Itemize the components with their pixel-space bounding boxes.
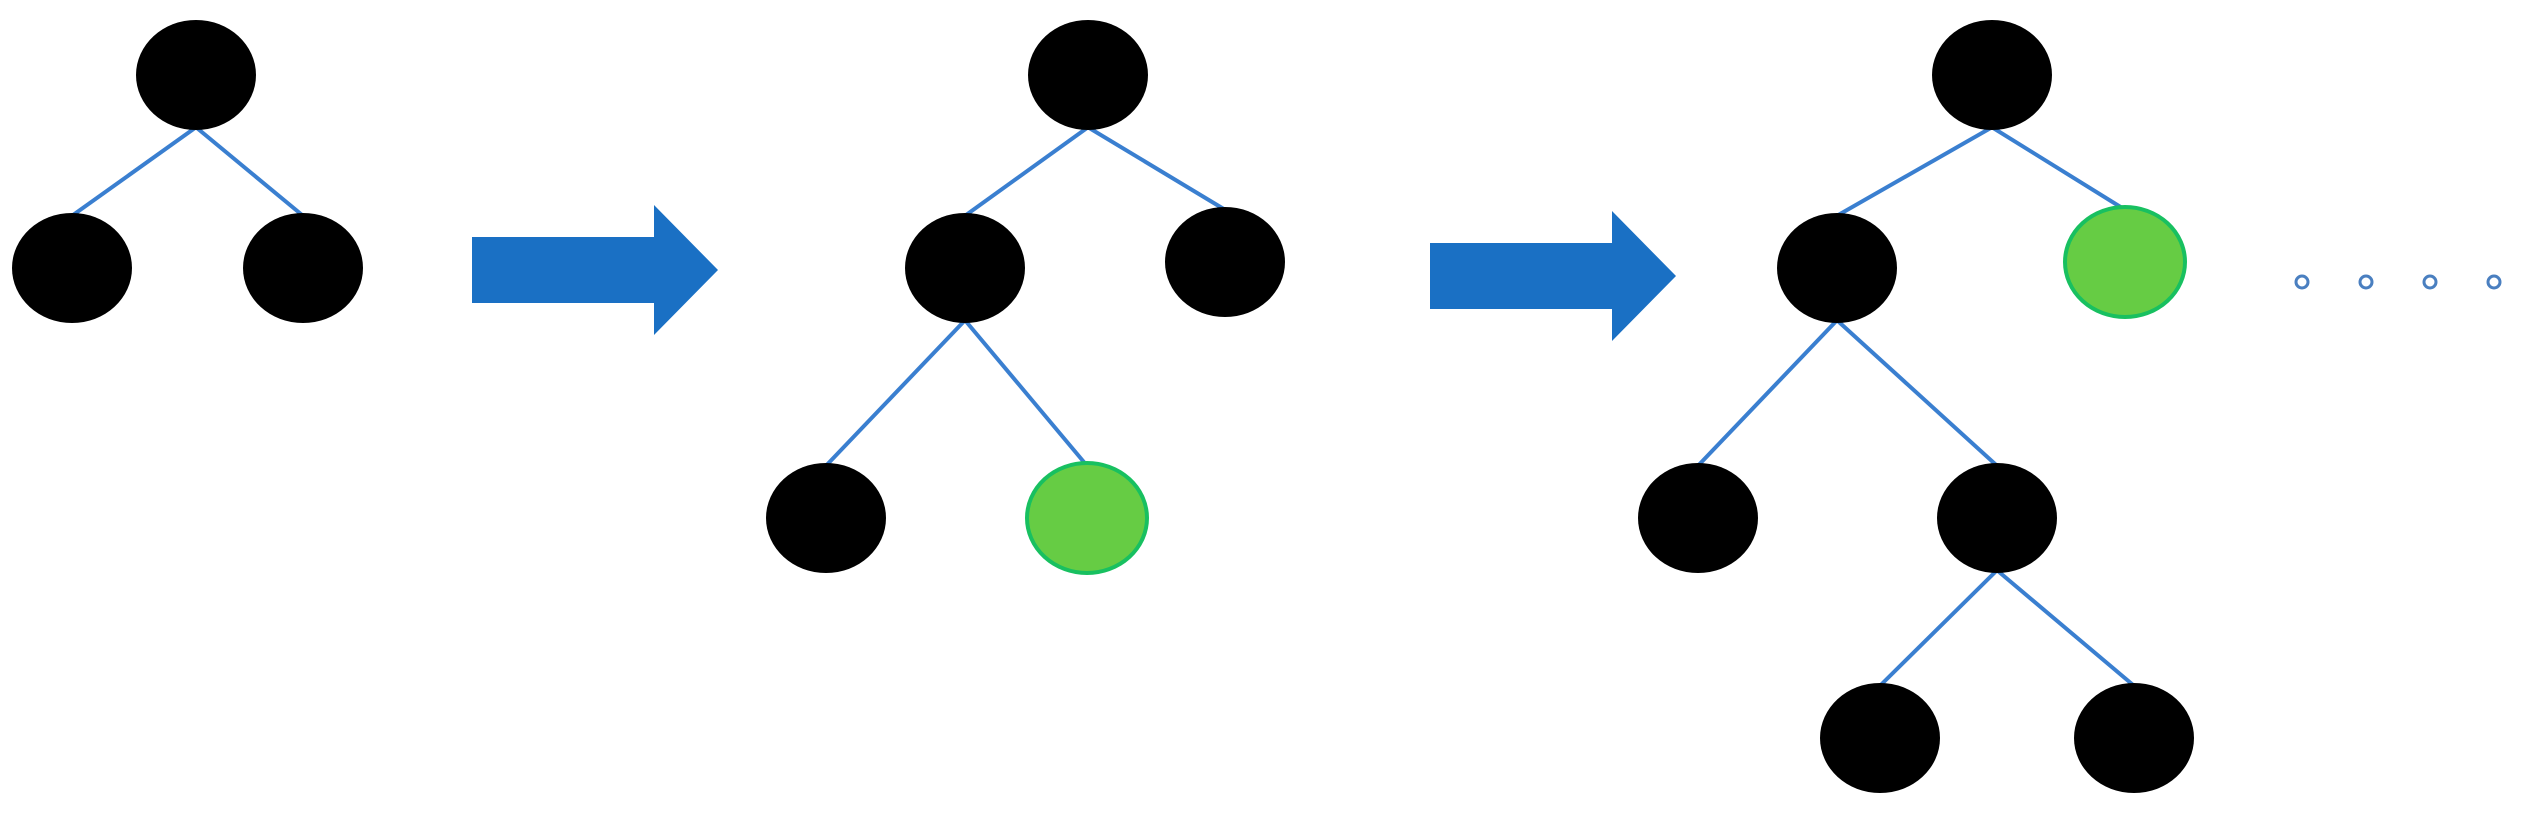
- tree-edge: [1836, 125, 1993, 218]
- tree-1: [12, 20, 363, 323]
- tree-node: [12, 213, 132, 323]
- tree-node: [1165, 207, 1285, 317]
- tree-edge: [70, 125, 198, 218]
- ellipsis-dot: [2422, 274, 2438, 290]
- tree-node: [243, 213, 363, 323]
- ellipsis-dot: [2486, 274, 2502, 290]
- tree-node: [1638, 463, 1758, 573]
- tree-edge: [1995, 568, 2136, 688]
- tree-3: [1638, 20, 2194, 793]
- right-arrow-icon: [472, 205, 718, 335]
- tree-3-edges: [1696, 125, 2136, 688]
- tree-node: [136, 20, 256, 130]
- tree-node-highlighted: [2063, 205, 2187, 319]
- tree-2: [766, 20, 1285, 575]
- tree-edge: [963, 318, 1089, 468]
- ellipsis-icon: [2294, 274, 2502, 290]
- tree-node: [1932, 20, 2052, 130]
- tree-node-highlighted: [1025, 461, 1149, 575]
- tree-edge: [194, 125, 305, 218]
- tree-edge: [1835, 318, 1999, 468]
- tree-node: [1937, 463, 2057, 573]
- ellipsis-dot: [2294, 274, 2310, 290]
- tree-node: [2074, 683, 2194, 793]
- tree-edge: [963, 125, 1090, 218]
- ellipsis-dot: [2358, 274, 2374, 290]
- tree-edge: [824, 318, 967, 468]
- tree-node: [766, 463, 886, 573]
- tree-node: [1028, 20, 1148, 130]
- tree-edge: [1878, 568, 1999, 688]
- right-arrow-icon: [1430, 211, 1676, 341]
- tree-edge: [1696, 318, 1839, 468]
- tree-edge: [1086, 125, 1227, 212]
- tree-node: [1820, 683, 1940, 793]
- tree-edge: [1990, 125, 2127, 212]
- tree-node: [905, 213, 1025, 323]
- tree-node: [1777, 213, 1897, 323]
- tree-1-edges: [70, 125, 305, 218]
- tree-2-edges: [824, 125, 1227, 468]
